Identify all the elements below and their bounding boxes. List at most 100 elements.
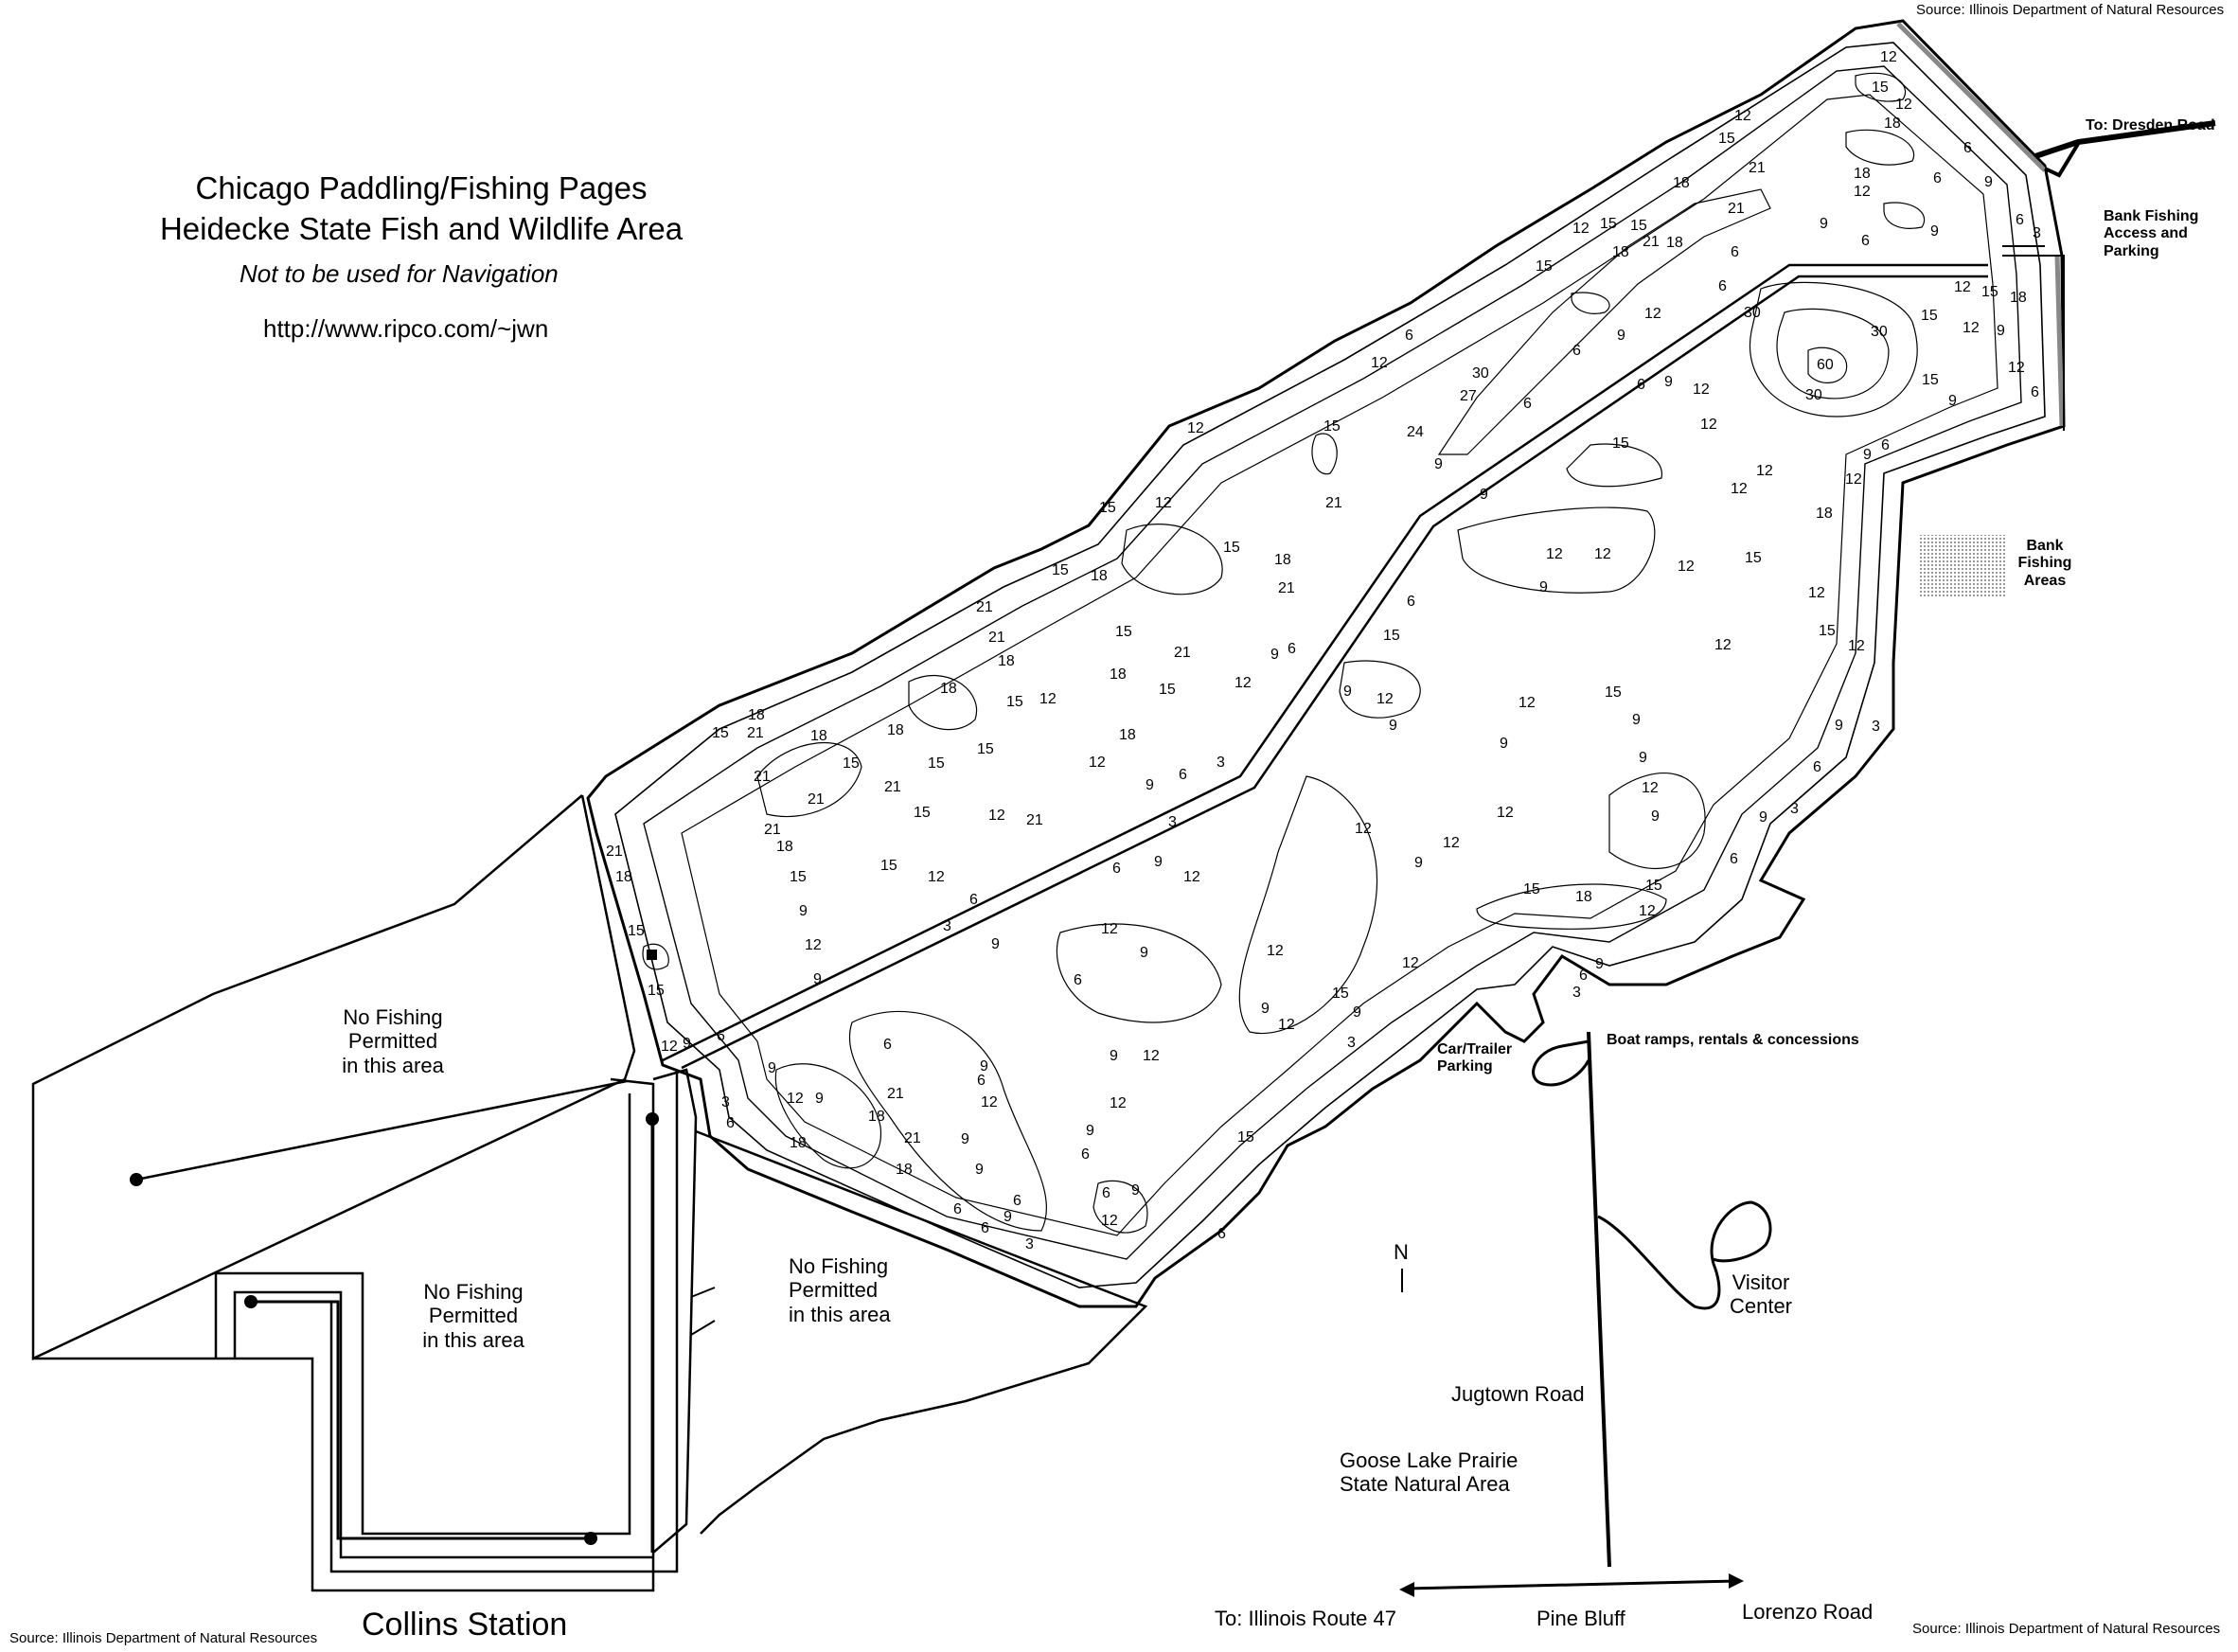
depth-contour	[1056, 923, 1222, 1023]
depth-sounding: 18	[1110, 666, 1127, 683]
depth-contour	[643, 65, 2022, 1260]
depth-contour	[1092, 1180, 1148, 1234]
depth-sounding: 18	[1816, 506, 1833, 522]
depth-sounding: 9	[1617, 328, 1625, 344]
source-note-bottom-right: Source: Illinois Department of Natural R…	[1912, 1621, 2221, 1637]
depth-sounding: 18	[615, 869, 632, 885]
source-note-top: Source: Illinois Department of Natural R…	[1916, 2, 2225, 18]
depth-sounding: 21	[1174, 645, 1191, 661]
depth-sounding: 18	[998, 653, 1015, 669]
depth-sounding: 12	[981, 1094, 998, 1110]
depth-sounding: 15	[1981, 284, 1998, 300]
depth-sounding: 30	[1871, 324, 1888, 340]
depth-sounding: 18	[868, 1109, 885, 1125]
depth-sounding: 21	[606, 844, 623, 860]
depth-sounding: 12	[988, 808, 1005, 824]
depth-sounding: 9	[961, 1131, 969, 1147]
channel-line	[135, 1079, 628, 1181]
depth-sounding: 6	[1963, 140, 1972, 156]
no-fishing-zone-collins	[652, 1068, 698, 1554]
depth-sounding: 6	[1579, 968, 1588, 984]
depth-sounding: 3	[1790, 801, 1799, 817]
road-to-dresden	[2034, 120, 2216, 159]
depth-sounding: 12	[1187, 420, 1204, 436]
label-jugtown-road: Jugtown Road	[1451, 1382, 1585, 1406]
depth-sounding: 12	[1371, 355, 1388, 371]
depth-sounding: 6	[1081, 1146, 1090, 1163]
depth-sounding: 12	[928, 869, 945, 885]
depth-sounding: 12	[787, 1091, 804, 1107]
depth-sounding: 21	[988, 630, 1005, 646]
label-to-dresden: To: Dresden Road	[2086, 117, 2215, 133]
depth-sounding: 6	[1523, 396, 1532, 412]
depth-sounding: 9	[1595, 956, 1604, 972]
depth-sounding: 15	[914, 805, 931, 821]
marker-point	[584, 1532, 597, 1545]
depth-contour	[1457, 506, 1656, 594]
depth-sounding: 12	[1519, 695, 1536, 711]
depth-sounding: 6	[1572, 343, 1581, 359]
pine-bluff-road	[1405, 1579, 1738, 1590]
depth-sounding: 6	[2031, 384, 2039, 400]
jugtown-road	[1587, 1031, 1611, 1568]
depth-sounding: 9	[1984, 174, 1993, 190]
depth-sounding: 15	[1819, 623, 1836, 639]
depth-sounding: 12	[1234, 675, 1252, 691]
depth-sounding: 18	[887, 722, 904, 738]
depth-sounding: 21	[976, 599, 993, 615]
depth-sounding: 21	[884, 779, 901, 795]
depth-sounding: 21	[904, 1130, 921, 1146]
depth-sounding: 12	[1848, 638, 1865, 654]
source-url[interactable]: http://www.ripco.com/~jwn	[263, 314, 549, 343]
depth-contour	[614, 42, 2046, 1288]
depth-sounding: 12	[1845, 471, 1862, 488]
depth-sounding: 6	[1217, 1226, 1226, 1242]
no-fishing-zone-west	[31, 794, 636, 1360]
depth-sounding: 15	[1237, 1129, 1254, 1146]
east-dike	[2054, 255, 2065, 427]
depth-sounding: 12	[1954, 279, 1971, 295]
depth-sounding: 9	[1004, 1209, 1012, 1225]
depth-sounding: 18	[776, 839, 793, 855]
depth-sounding: 15	[1159, 682, 1176, 698]
depth-contour	[1855, 72, 1907, 102]
depth-sounding: 6	[883, 1037, 892, 1053]
depth-sounding: 12	[1714, 637, 1732, 653]
depth-sounding: 21	[1728, 201, 1745, 217]
title-line-2: Heidecke State Fish and Wildlife Area	[159, 211, 684, 246]
depth-sounding: 9	[1500, 736, 1508, 752]
depth-sounding: 3	[1572, 985, 1581, 1001]
depth-sounding: 12	[1546, 546, 1563, 562]
depth-sounding: 15	[1523, 881, 1540, 897]
depth-sounding: 21	[764, 822, 781, 838]
depth-sounding: 6	[1731, 244, 1739, 260]
depth-sounding: 18	[1854, 166, 1871, 182]
depth-contour	[1776, 308, 1890, 400]
depth-sounding: 12	[1642, 780, 1659, 796]
depth-sounding: 12	[1756, 463, 1773, 479]
depth-contour	[1608, 773, 1706, 869]
depth-sounding: 6	[1179, 767, 1187, 783]
depth-sounding: 15	[1630, 218, 1647, 234]
collins-canal	[214, 1093, 631, 1536]
depth-sounding: 21	[1749, 160, 1766, 176]
depth-sounding: 15	[977, 741, 994, 757]
depth-sounding: 18	[790, 1135, 807, 1151]
source-note-bottom-left: Source: Illinois Department of Natural R…	[9, 1630, 318, 1646]
depth-contour	[756, 742, 862, 818]
depth-sounding: 9	[1131, 1182, 1140, 1199]
depth-sounding: 18	[1666, 235, 1683, 251]
depth-sounding: 6	[1861, 233, 1870, 249]
depth-sounding: 9	[1389, 718, 1397, 734]
depth-sounding: 6	[1288, 641, 1296, 657]
parking-loop	[1532, 1039, 1590, 1087]
arrow-west	[1399, 1582, 1414, 1597]
depth-contour	[1807, 346, 1848, 383]
title-line-1: Chicago Paddling/Fishing Pages	[195, 170, 648, 205]
depth-sounding: 3	[1168, 814, 1177, 830]
depth-sounding: 9	[1930, 223, 1939, 240]
depth-sounding: 3	[2033, 225, 2041, 241]
depth-sounding: 21	[754, 769, 771, 785]
